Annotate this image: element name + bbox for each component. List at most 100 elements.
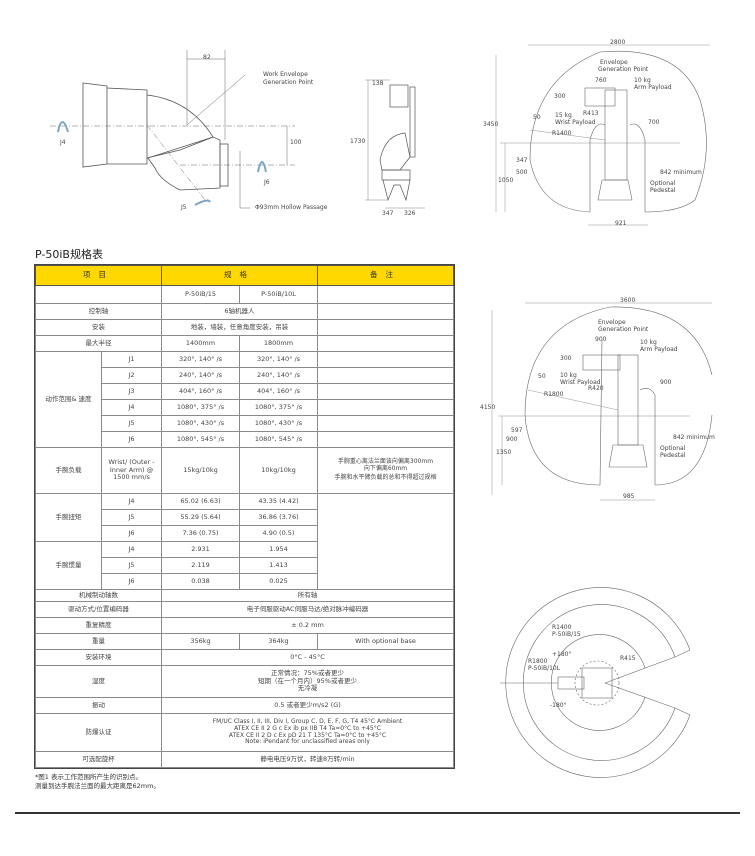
generation-point-label: Generation Point (263, 79, 314, 86)
dim-138: 138 (372, 80, 384, 87)
envelope1-height: 3450 (483, 121, 499, 128)
envelope1-r413: R413 (583, 110, 599, 117)
table-row: 控制轴 6轴机器人 (35, 303, 454, 320)
model-1: P-50iB/15 (161, 285, 240, 304)
r415-label: R415 (620, 655, 636, 662)
work-envelope-p50ib-10l: 3600 4150 Envelope Generation Point 900 … (480, 295, 715, 510)
wrist-drawing: 82 Work Envelope Generation Point 100 J4… (40, 40, 340, 230)
r1400-model: P-50iB/15 (552, 631, 581, 638)
envelope2-dim-900c: 900 (506, 436, 518, 443)
top-view-outline (500, 587, 691, 778)
envelope-2-outline (491, 302, 713, 501)
envelope2-pedestal: Optional (660, 445, 686, 452)
envelope2-dim-842: 842 minimum (673, 434, 715, 441)
bottom-divider (15, 812, 740, 814)
j4-label: J4 (60, 139, 66, 146)
top-view-drawing: R1400 P-50iB/15 R1800 P-50iB/10L +180° -… (490, 580, 710, 790)
envelope1-pedestal: Optional (650, 180, 676, 187)
envelope2-pedestal2: Pedestal (660, 452, 686, 459)
spec-table: 项目 规格 备注 P-50iB/15 P-50iB/10L 控制轴 6轴机器人 … (34, 264, 455, 769)
table-header-row: 项目 规格 备注 (35, 265, 454, 286)
envelope1-dim-300: 300 (554, 93, 566, 100)
envelope2-dim-300: 300 (560, 355, 572, 362)
envelope1-dim-347: 347 (516, 157, 528, 164)
envelope2-r420: R420 (588, 385, 604, 392)
envelope1-dim-700: 700 (648, 119, 660, 126)
table-row: 驱动方式/位置编码器电子伺服驱动AC伺服马达/绝对脉冲编码器 (35, 601, 454, 618)
header-remarks: 备注 (317, 265, 454, 286)
header-item: 项目 (35, 265, 162, 286)
footnote: 测量到达手腕法兰面的最大距离是62mm。 (35, 782, 160, 791)
envelope1-dim-842: 842 minimum (660, 169, 702, 176)
envelope2-r1800: R1800 (544, 391, 564, 398)
dim-82: 82 (203, 54, 211, 61)
r1400-label: R1400 (552, 624, 572, 631)
envelope1-dim-921: 921 (615, 220, 627, 227)
envelope2-wrist-payload: 10 kg (560, 372, 577, 379)
j6-label: J6 (264, 179, 270, 186)
table-row: 重复精度± 0.2 mm (35, 617, 454, 634)
envelope1-dim-50: 50 (533, 114, 541, 121)
table-row: P-50iB/15 P-50iB/10L (35, 285, 454, 304)
envelope2-dim-900b: 900 (660, 379, 672, 386)
envelope2-height: 4150 (480, 404, 496, 411)
envelope2-arm-payload-label: Arm Payload (640, 346, 678, 353)
envelope2-dim-50: 50 (538, 373, 546, 380)
envelope1-envelope-label: Envelope (600, 59, 628, 66)
envelope1-wrist-payload-label: Wrist Payload (555, 119, 596, 126)
envelope2-dim-985: 985 (623, 493, 635, 500)
envelope1-dim-1050: 1050 (498, 177, 514, 184)
r1800-label: R1800 (528, 658, 548, 665)
hollow-passage-label: Φ93mm Hollow Passage (255, 204, 328, 211)
side-view-drawing: 138 1730 347 326 (350, 75, 430, 220)
table-row: 安装 地装，墙装，任意角度安装，吊装 (35, 319, 454, 336)
table-row: 手腕负载 Wrist/ (Outer - Inner Arm) @ 1500 m… (35, 447, 454, 494)
envelope1-width: 2800 (610, 39, 626, 46)
dim-100: 100 (290, 139, 302, 146)
dim-326: 326 (404, 210, 416, 217)
minus180-label: -180° (550, 702, 567, 709)
footnotes: *图1 表示工作范围所产生的识别点。 测量到达手腕法兰面的最大距离是62mm。 (35, 773, 160, 792)
envelope1-dim-760: 760 (595, 77, 607, 84)
envelope1-pedestal2: Pedestal (650, 187, 676, 194)
envelope1-dim-500: 500 (516, 169, 528, 176)
envelope1-arm-payload: 10 kg (634, 77, 651, 84)
work-envelope-p50ib-15: 2800 3450 Envelope Generation Point 760 … (480, 39, 715, 240)
footnote: *图1 表示工作范围所产生的识别点。 (35, 773, 142, 781)
dim-1730: 1730 (350, 138, 366, 145)
page-title: P-50iB规格表 (35, 248, 103, 261)
work-envelope-label: Work Envelope (263, 71, 308, 78)
envelope2-envelope-label: Envelope (598, 319, 626, 326)
envelope1-generation-label: Generation Point (598, 66, 649, 73)
side-view-outline (365, 79, 425, 209)
model-2: P-50iB/10L (239, 285, 318, 304)
envelope2-generation-label: Generation Point (598, 326, 649, 333)
envelope-1-outline (495, 44, 710, 226)
envelope2-width: 3600 (620, 297, 636, 304)
table-row: 可选配旋杯静电电压9万伏，转速8万转/min (35, 751, 454, 768)
envelope2-arm-payload: 10 kg (640, 339, 657, 346)
envelope1-r1400: R1400 (552, 130, 572, 137)
wrist-outline (50, 50, 295, 209)
envelope2-dim-597: 597 (511, 427, 523, 434)
r1800-model: P-50iB/10L (528, 665, 561, 672)
envelope2-dim-900: 900 (595, 336, 607, 343)
envelope1-wrist-payload: 15 kg (555, 112, 572, 119)
dim-347: 347 (382, 210, 394, 217)
envelope1-arm-payload-label: Arm Payload (634, 84, 672, 91)
envelope2-wrist-payload-label: Wrist Payload (560, 379, 601, 386)
envelope2-dim-1350: 1350 (496, 449, 512, 456)
j5-label: J5 (181, 204, 187, 211)
table-row: 湿度正常情况：75%或者更少短期（在一个月内）95%或者更少无冷凝 (35, 665, 454, 698)
